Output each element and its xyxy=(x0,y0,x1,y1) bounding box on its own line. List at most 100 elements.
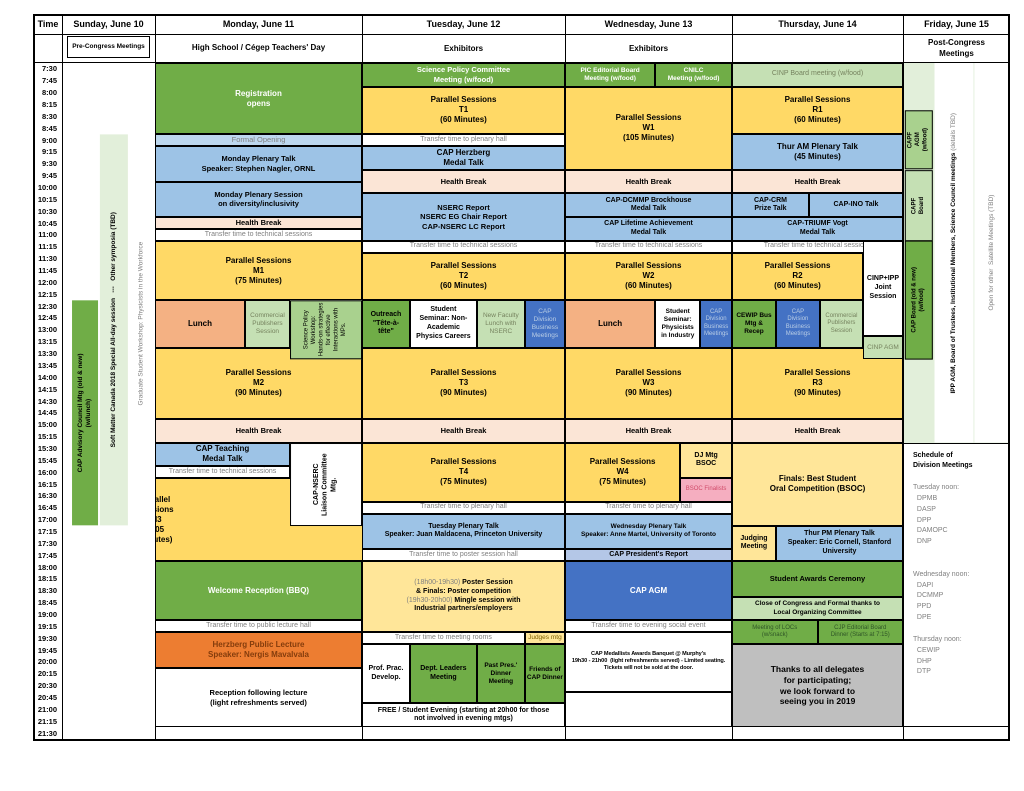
time-label-13:45: 13:45 xyxy=(37,360,57,370)
subheader-monday: High School / Cégep Teachers' Day xyxy=(155,34,362,63)
time-label-10:15: 10:15 xyxy=(37,194,57,204)
lunch-wed: Lunch xyxy=(565,300,656,348)
formal-opening: Formal Opening xyxy=(155,134,362,147)
time-label-12:00: 12:00 xyxy=(37,277,57,287)
time-label-11:30: 11:30 xyxy=(38,254,57,264)
health-break-wed-am: Health Break xyxy=(565,169,732,194)
day-header-wednesday: Wednesday, June 13 xyxy=(565,14,732,34)
outreach-tete-a-tete: Outreach"Tête-à-tête" xyxy=(362,300,410,348)
grid-line-horizontal xyxy=(33,33,1010,35)
transfer-technical-mon: Transfer time to technical sessions xyxy=(155,229,362,241)
time-label-17:00: 17:00 xyxy=(37,515,57,525)
transfer-poster-hall: Transfer time to poster session hall xyxy=(362,549,565,562)
transfer-technical-tue: Transfer time to technical sessions xyxy=(362,240,565,253)
time-label-8:30: 8:30 xyxy=(41,111,57,121)
time-label-17:30: 17:30 xyxy=(37,538,57,548)
cap-medallists-banquet: CAP Medallists Awards Banquet @ Murphy's… xyxy=(565,632,732,692)
day-header-thursday: Thursday, June 14 xyxy=(732,14,903,34)
student-awards-ceremony: Student Awards Ceremony xyxy=(732,561,903,597)
time-label-20:00: 20:00 xyxy=(37,657,57,667)
satellite-meetings-note: Open for other Satellite Meetings (TBD) xyxy=(973,63,1010,443)
time-label-7:30: 7:30 xyxy=(41,64,57,74)
time-label-12:15: 12:15 xyxy=(37,289,57,299)
time-label-12:45: 12:45 xyxy=(37,313,57,323)
empty-wed-late xyxy=(565,691,732,728)
time-label-17:45: 17:45 xyxy=(37,550,57,560)
thur-am-plenary-talk: Thur AM Plenary Talk(45 Minutes) xyxy=(732,134,903,170)
time-label-12:30: 12:30 xyxy=(37,301,57,311)
health-break-thu-am: Health Break xyxy=(732,169,903,194)
reception-following-lecture: Reception following lecture(light refres… xyxy=(155,667,362,728)
time-header: Time xyxy=(34,14,62,34)
time-label-8:00: 8:00 xyxy=(41,88,57,98)
grid-line-vertical xyxy=(154,14,156,741)
time-label-16:30: 16:30 xyxy=(37,491,57,501)
time-label-20:30: 20:30 xyxy=(37,681,57,691)
soft-matter-session: Soft Matter Canada 2018 Special All-day … xyxy=(100,134,129,526)
judges-mtg: Judges mtg xyxy=(524,632,565,645)
time-label-18:15: 18:15 xyxy=(37,574,57,584)
subheader-thursday xyxy=(732,34,903,63)
grid-line-vertical xyxy=(902,14,904,741)
time-label-19:45: 19:45 xyxy=(37,645,57,655)
ipp-agm-note: IPP AGM, Board of Trustees, Institutiona… xyxy=(935,63,974,443)
time-label-9:15: 9:15 xyxy=(41,147,57,157)
time-label-10:30: 10:30 xyxy=(37,206,57,216)
time-label-15:00: 15:00 xyxy=(37,420,57,430)
transfer-plenary-tue-am: Transfer time to plenary hall xyxy=(362,134,565,147)
time-label-15:30: 15:30 xyxy=(37,443,57,453)
cap-ino-talk: CAP-INO Talk xyxy=(808,193,903,218)
time-label-17:15: 17:15 xyxy=(37,526,57,536)
time-label-14:30: 14:30 xyxy=(37,396,57,406)
cap-presidents-report: CAP President's Report xyxy=(565,549,732,562)
time-label-19:30: 19:30 xyxy=(37,633,57,643)
subheader-sunday: Pre-Congress Meetings xyxy=(67,36,150,58)
health-break-tue-am: Health Break xyxy=(362,169,565,194)
grid-line-vertical xyxy=(564,14,566,741)
time-label-13:00: 13:00 xyxy=(37,325,57,335)
time-label-13:15: 13:15 xyxy=(37,337,57,347)
time-label-18:30: 18:30 xyxy=(37,586,57,596)
health-break-wed-pm: Health Break xyxy=(565,418,732,443)
grid-line-vertical xyxy=(731,14,733,741)
time-label-14:15: 14:15 xyxy=(37,384,57,394)
time-label-11:15: 11:15 xyxy=(38,242,57,252)
subheader-wednesday: Exhibitors xyxy=(565,34,732,63)
transfer-evening-social: Transfer time to evening social event xyxy=(565,620,732,633)
time-label-9:45: 9:45 xyxy=(41,171,57,181)
grid-line-vertical xyxy=(33,14,35,741)
transfer-technical-wed: Transfer time to technical sessions xyxy=(565,240,732,253)
time-label-15:15: 15:15 xyxy=(37,432,57,442)
lunch-mon: Lunch xyxy=(155,300,246,348)
time-label-11:00: 11:00 xyxy=(38,230,57,240)
day-header-friday: Friday, June 15 xyxy=(903,14,1010,34)
day-header-monday: Monday, June 11 xyxy=(155,14,362,34)
time-label-18:00: 18:00 xyxy=(37,562,57,572)
time-label-21:00: 21:00 xyxy=(37,704,57,714)
transfer-plenary-wed: Transfer time to plenary hall xyxy=(565,501,732,514)
cap-advisory-council-mtg: CAP Advisory Council Mtg (old & new)(w/l… xyxy=(72,300,99,526)
grid-line-horizontal xyxy=(33,739,1010,741)
